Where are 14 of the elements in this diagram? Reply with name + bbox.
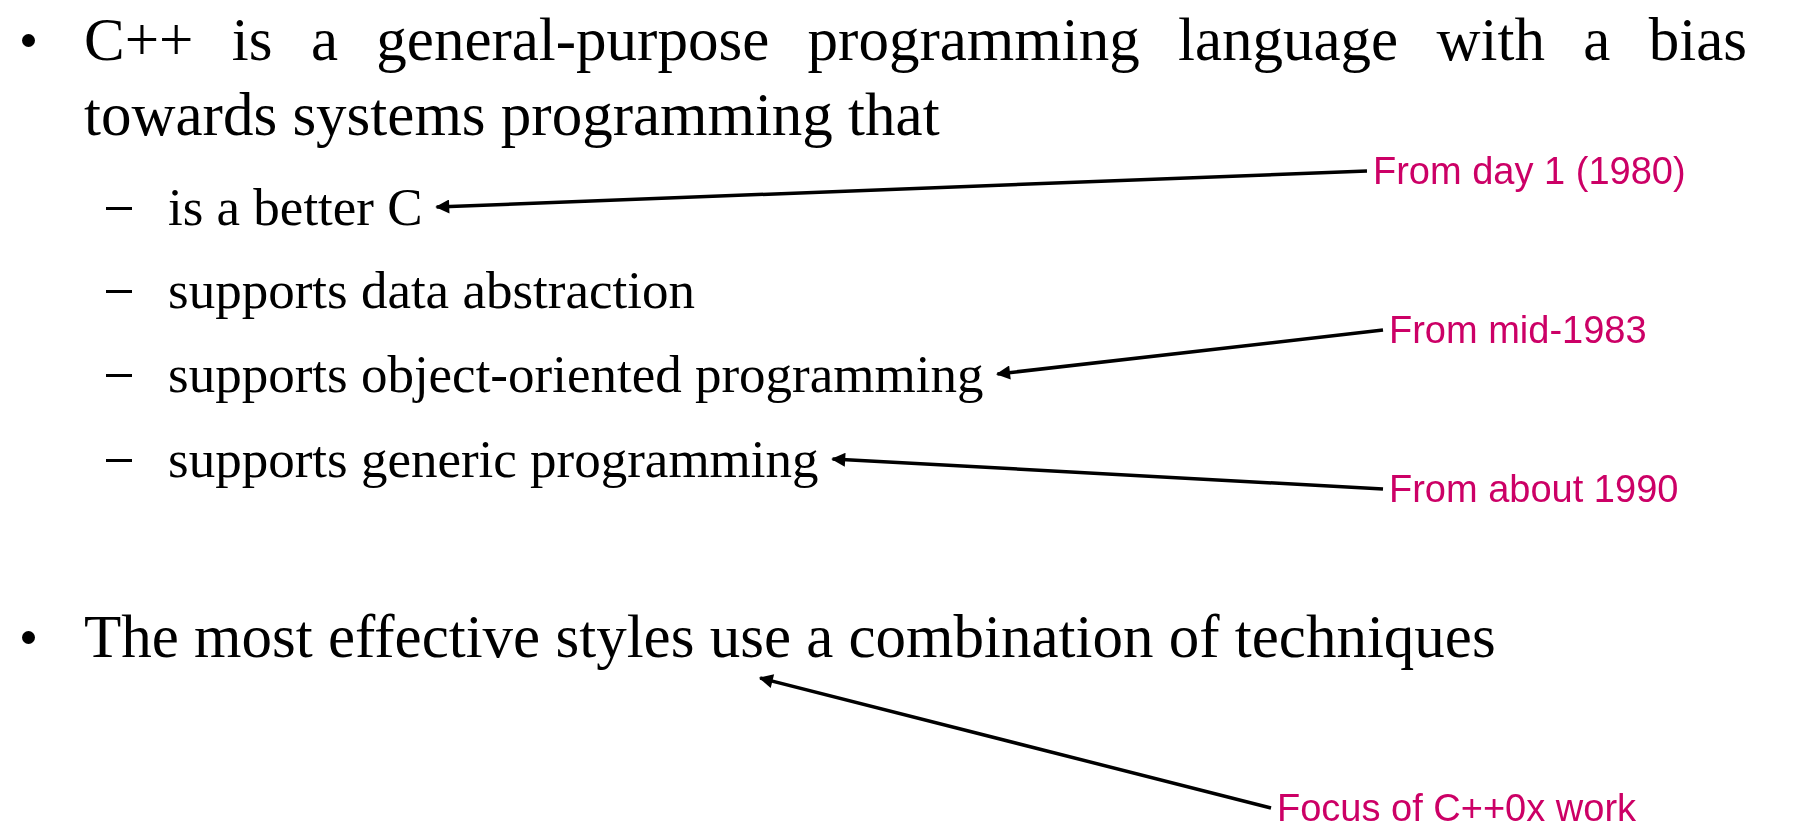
list-item-text: supports object-oriented programming [168,339,984,409]
list-item-text: is a better C [168,172,423,242]
list-item-text: supports generic programming [168,424,819,494]
list-item-text: supports data abstraction [168,260,695,321]
callout-text: From mid-1983 [1389,307,1647,353]
bullet-text: The most effective styles use a combination of techniques [84,599,1496,674]
callout-text: From day 1 (1980) [1373,148,1686,194]
arrow [758,674,1272,810]
arrow [435,169,1368,214]
callout-text: From about 1990 [1389,466,1679,512]
arrow [996,328,1384,380]
bullet-text: C++ is a general-purpose programming language with a bias towards systems programming that [84,5,1747,150]
arrow [831,452,1384,491]
callout-text: Focus of C++0x work [1277,785,1637,829]
